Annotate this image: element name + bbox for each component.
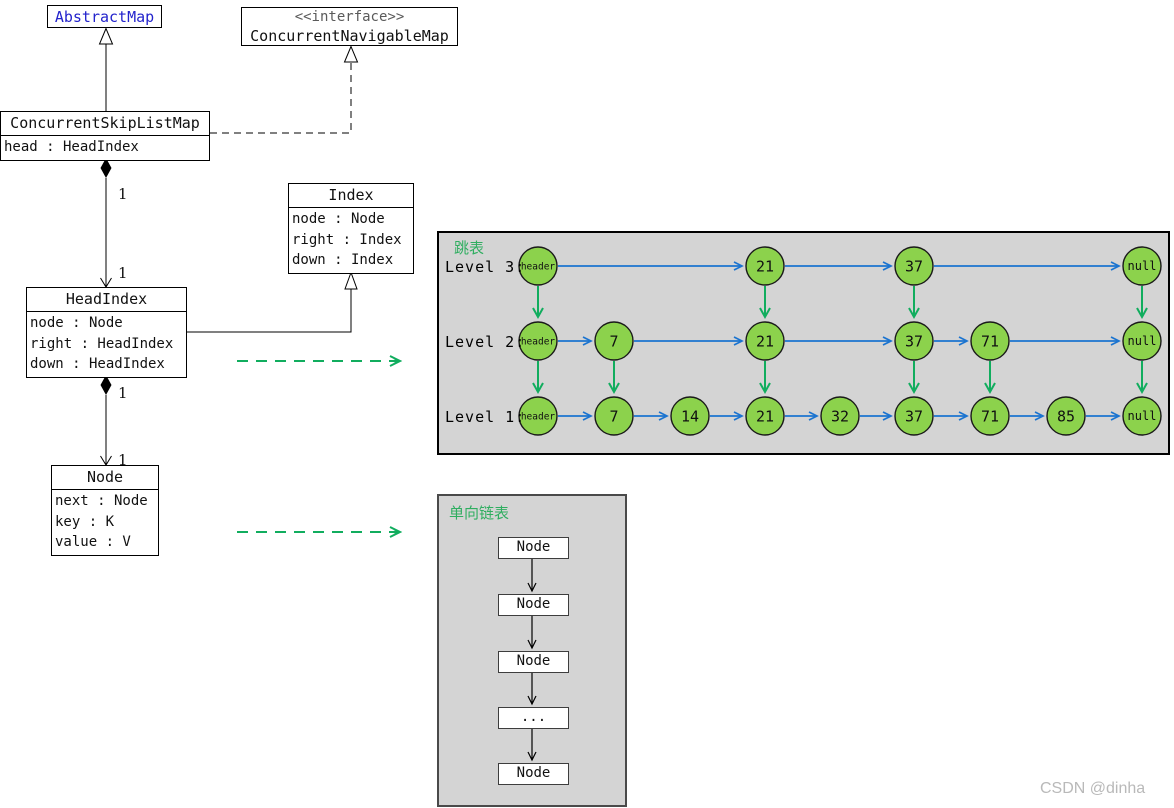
skiplist-node: 37 <box>894 246 934 286</box>
class-attribute: down : Index <box>292 252 394 268</box>
skiplist-node: 71 <box>970 321 1010 361</box>
level-3-label: Level 3: <box>445 258 526 276</box>
skiplist-node-value: null <box>1128 409 1157 423</box>
multiplicity-label: 1 <box>118 384 128 402</box>
skiplist-node: 37 <box>894 321 934 361</box>
linked-list-node: Node <box>498 537 569 559</box>
skiplist-node: 7 <box>594 396 634 436</box>
skiplist-node-value: 21 <box>756 257 774 275</box>
level-1-label: Level 1: <box>445 408 526 426</box>
class-title-node: Node <box>52 466 158 490</box>
skiplist-node: header <box>518 321 558 361</box>
class-box-index: Index node : Node right : Index down : Ind… <box>288 183 414 274</box>
skiplist-node: 21 <box>745 321 785 361</box>
skiplist-panel: 跳表 Level 3: Level 2: Level 1: header 21 37… <box>437 231 1170 455</box>
skiplist-node-value: 37 <box>905 407 923 425</box>
csdn-watermark: CSDN @dinha <box>1040 780 1146 797</box>
skiplist-node-value: 14 <box>681 407 699 425</box>
skiplist-node-value: 71 <box>981 407 999 425</box>
skiplist-node-value: 7 <box>609 332 618 350</box>
skiplist-node: 21 <box>745 246 785 286</box>
skiplist-node: header <box>518 246 558 286</box>
class-box-node: Node next : Node key : K value : V <box>51 465 159 556</box>
open-arrowhead-headindex <box>100 277 112 288</box>
realization-triangle-interface <box>343 45 359 63</box>
class-attrs-node: next : Node key : K value : V <box>52 490 158 555</box>
class-attribute: value : V <box>55 534 131 550</box>
class-attrs-index: node : Node right : Index down : Index <box>289 208 413 273</box>
multiplicity-label: 1 <box>118 264 128 282</box>
skiplist-title: 跳表 <box>454 239 485 257</box>
skiplist-node: 21 <box>745 396 785 436</box>
multiplicity-label: 1 <box>118 185 128 203</box>
class-title-index: Index <box>289 184 413 208</box>
skiplist-node: header <box>518 396 558 436</box>
class-title-concurrentnavigablemap: ConcurrentNavigableMap <box>250 27 449 45</box>
linked-list-node: ... <box>498 707 569 729</box>
class-title-concurrentskiplistmap: ConcurrentSkipListMap <box>1 112 209 136</box>
class-attribute: right : HeadIndex <box>30 335 174 352</box>
class-attribute: head : HeadIndex <box>4 139 139 155</box>
skiplist-graph: header 21 37 null header 7 21 37 71 null header 7 14… <box>518 246 1162 436</box>
open-arrowhead-node <box>100 455 112 466</box>
class-attrs-headindex: node : Node right : HeadIndex down : HeadI… <box>27 312 186 377</box>
skiplist-node-value: header <box>521 261 556 272</box>
interface-stereotype: <<interface>> <box>294 9 405 25</box>
linkedlist-graph <box>527 559 537 762</box>
class-box-concurrentskiplistmap: ConcurrentSkipListMap head : HeadIndex <box>0 111 210 161</box>
class-attribute: key : K <box>55 513 115 530</box>
linkedlist-title: 单向链表 <box>449 504 510 522</box>
class-attribute: next : Node <box>55 493 148 509</box>
skiplist-node-value: header <box>521 336 556 347</box>
skiplist-node-value: 37 <box>905 257 923 275</box>
skiplist-node: 37 <box>894 396 934 436</box>
skiplist-node: null <box>1122 246 1162 286</box>
skiplist-node-value: 32 <box>831 407 849 425</box>
skiplist-node: 32 <box>820 396 860 436</box>
skiplist-node-value: null <box>1128 259 1157 273</box>
class-attribute: node : Node <box>30 315 123 331</box>
skiplist-node: 85 <box>1046 396 1086 436</box>
skiplist-node: 7 <box>594 321 634 361</box>
class-box-concurrentnavigablemap: <<interface>> ConcurrentNavigableMap <box>241 7 458 46</box>
linked-list-node: Node <box>498 594 569 616</box>
skiplist-node-value: 71 <box>981 332 999 350</box>
skiplist-node: null <box>1122 396 1162 436</box>
inheritance-triangle-abstractmap <box>98 27 114 45</box>
class-box-headindex: HeadIndex node : Node right : HeadIndex do… <box>26 287 187 378</box>
skiplist-node-value: 85 <box>1057 407 1075 425</box>
skiplist-node: 71 <box>970 396 1010 436</box>
composition-diamond-bottom <box>100 375 112 395</box>
class-attribute: node : Node <box>292 211 385 227</box>
composition-diamond-top <box>100 158 112 178</box>
inheritance-line-index <box>187 289 352 333</box>
level-2-label: Level 2: <box>445 333 526 351</box>
class-attribute: right : Index <box>292 231 402 248</box>
multiplicity-label: 1 <box>118 451 128 469</box>
class-attribute: down : HeadIndex <box>30 356 165 372</box>
skiplist-node-value: header <box>521 411 556 422</box>
skiplist-node-value: null <box>1128 334 1157 348</box>
class-title-headindex: HeadIndex <box>27 288 186 312</box>
class-attrs-concurrentskiplistmap: head : HeadIndex <box>1 136 209 160</box>
realization-line-interface <box>210 62 352 134</box>
skiplist-node-value: 37 <box>905 332 923 350</box>
linked-list-node: Node <box>498 651 569 673</box>
class-box-abstractmap: AbstractMap <box>47 5 162 28</box>
linked-list-node: Node <box>498 763 569 785</box>
class-title-abstractmap: AbstractMap <box>54 8 155 26</box>
skiplist-node-value: 21 <box>756 407 774 425</box>
skiplist-node: null <box>1122 321 1162 361</box>
inheritance-triangle-index <box>344 271 358 290</box>
skiplist-node: 14 <box>670 396 710 436</box>
skiplist-node-value: 7 <box>609 407 618 425</box>
skiplist-node-value: 21 <box>756 332 774 350</box>
